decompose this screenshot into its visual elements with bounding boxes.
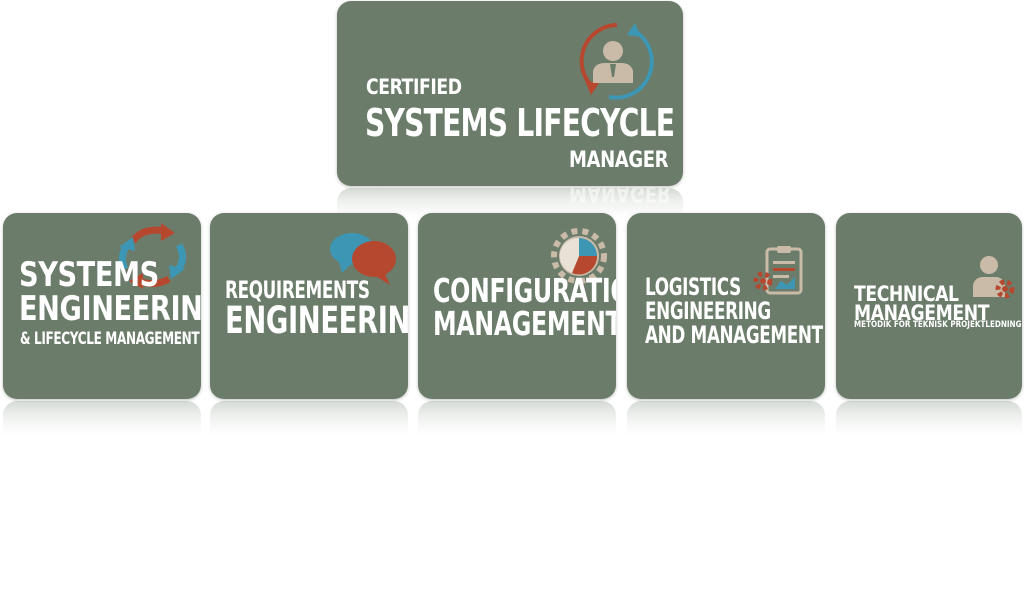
- speech-bubbles-icon: [330, 233, 396, 285]
- card2-line2: ENGINEERING: [225, 299, 408, 342]
- card-configuration-management[interactable]: CONFIGURATION MANAGEMENT: [418, 213, 616, 399]
- main-card-line3: MANAGER: [569, 148, 669, 173]
- card-systems-engineering[interactable]: SYSTEMS ENGINEERING & LIFECYCLE MANAGEME…: [3, 213, 201, 399]
- card5-line2: MANAGEMENT: [854, 301, 990, 325]
- person-gear-icon: [973, 256, 1015, 299]
- card-logistics-engineering[interactable]: LOGISTICS ENGINEERING AND MANAGEMENT: [627, 213, 825, 399]
- main-card-line1: CERTIFIED: [366, 75, 462, 99]
- card2-reflection: [210, 401, 408, 447]
- main-card-reflection-text: MANAGER: [569, 188, 672, 205]
- card5-line1: TECHNICAL: [854, 282, 959, 306]
- card-requirements-engineering[interactable]: REQUIREMENTS ENGINEERING: [210, 213, 408, 399]
- card3-line2: MANAGEMENT: [433, 304, 616, 343]
- gear-pie-icon: [551, 228, 607, 284]
- card2-line1: REQUIREMENTS: [225, 276, 370, 304]
- clipboard-gear-icon: [753, 246, 803, 295]
- card4-line2: ENGINEERING: [645, 297, 771, 325]
- card4-line3: AND MANAGEMENT: [645, 321, 823, 349]
- card1-reflection: [3, 401, 201, 447]
- card5-reflection: [836, 401, 1022, 447]
- card3-line1: CONFIGURATION: [433, 271, 616, 310]
- main-card-line2: SYSTEMS LIFECYCLE: [365, 101, 675, 145]
- card1-line1: SYSTEMS: [19, 255, 159, 295]
- card5-line3: METODIK FÖR TEKNISK PROJEKTLEDNING: [854, 320, 1022, 330]
- card4-reflection: [627, 401, 825, 447]
- card1-line3: & LIFECYCLE MANAGEMENT: [20, 329, 200, 349]
- card1-line2: ENGINEERING: [19, 289, 201, 329]
- card4-line1: LOGISTICS: [645, 273, 741, 301]
- certified-slm-card[interactable]: CERTIFIED SYSTEMS LIFECYCLE MANAGER: [337, 1, 683, 186]
- card-technical-management[interactable]: TECHNICAL MANAGEMENT METODIK FÖR TEKNISK…: [836, 213, 1022, 399]
- cycle-arrows-icon: [118, 223, 186, 289]
- person-cycle-icon: [579, 23, 654, 100]
- card3-reflection: [418, 401, 616, 447]
